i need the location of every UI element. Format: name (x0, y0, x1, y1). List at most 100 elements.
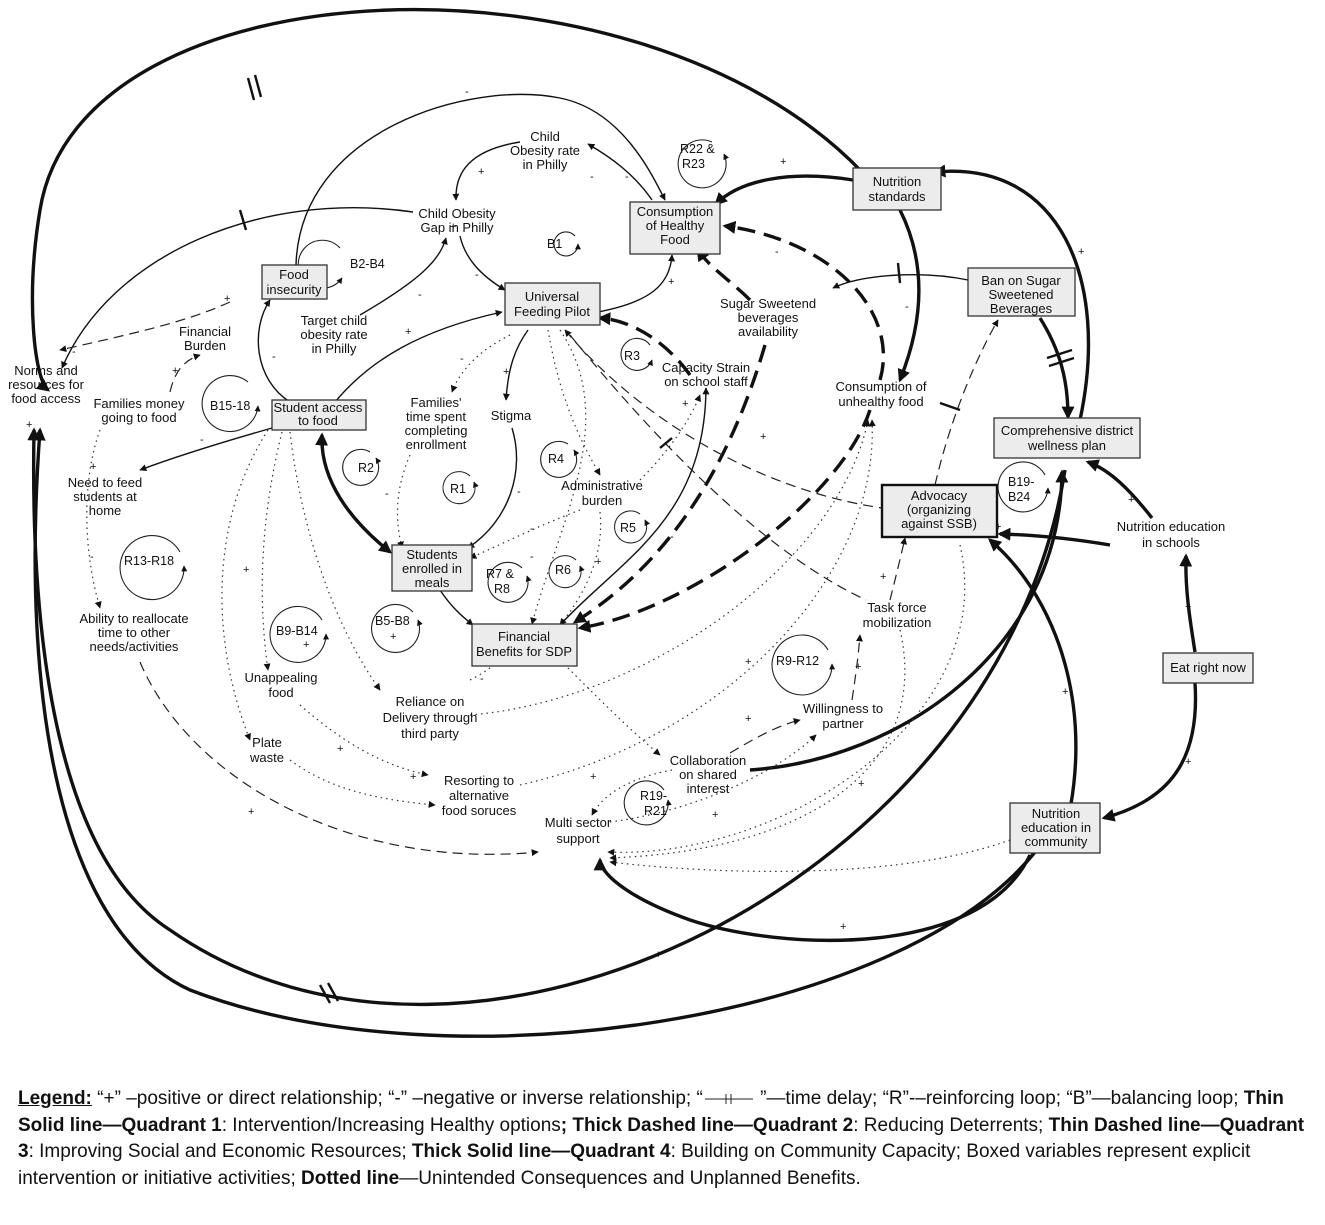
box-student-access (271, 399, 367, 431)
link-admin-enrolled (469, 509, 581, 559)
legend-q3-label: Thin Dashed line—Quadrant 3 (18, 1114, 1305, 1163)
legend: Legend: “+” –positive or direct relation… (18, 1086, 1318, 1192)
svg-text:R22 &R23: R22 &R23 (680, 142, 715, 171)
link-access-insecurity (257, 299, 291, 403)
link-collab-wellness (749, 469, 1069, 772)
sign: - (385, 488, 389, 500)
sign: - (418, 289, 422, 301)
link-ban-ssb (832, 274, 969, 289)
sign: + (668, 276, 674, 288)
loop-r1: R1 (442, 471, 479, 505)
sign: + (858, 778, 864, 790)
sign: - (530, 551, 534, 563)
sign: + (1062, 686, 1068, 698)
loop-label: R3 (624, 349, 640, 363)
sign: + (712, 809, 718, 821)
box-financial-benefits (471, 623, 578, 667)
link-food-insecurity-consumption (295, 93, 666, 266)
sign: + (303, 639, 309, 651)
link-access-feeding (334, 309, 503, 403)
sign: + (1185, 756, 1191, 768)
link-community-multi (609, 839, 1011, 872)
link-multi-willingness (609, 734, 817, 823)
delay-advocacy-ban (939, 401, 961, 412)
link-feeding-admin (547, 329, 601, 476)
delay-outer-bottom (318, 982, 340, 1004)
link-ban-wellness (1038, 317, 1075, 420)
loop-label: B24 (1008, 490, 1030, 504)
link-collab-willingness (729, 718, 801, 754)
sign: + (880, 571, 886, 583)
link-access-unappealing (261, 431, 283, 671)
box-ban-ssb (967, 267, 1076, 317)
sign: + (1185, 601, 1191, 613)
link-community-advocacy-2 (988, 538, 1078, 851)
legend-title: Legend: (18, 1088, 92, 1109)
sign: - (272, 351, 276, 363)
legend-q3-desc: : Improving Social and Economic Resource… (28, 1141, 412, 1162)
sign: + (410, 771, 416, 783)
loop-label: R22 & (680, 142, 715, 156)
loop-label: B15-18 (210, 399, 250, 413)
sign: - (775, 246, 779, 258)
sign: + (26, 419, 32, 431)
loop-label: B9-B14 (276, 624, 318, 638)
delay-ban-ssb (896, 262, 902, 284)
sign: + (590, 771, 596, 783)
link-access-plate (221, 429, 269, 741)
sign: - (625, 171, 629, 183)
sign: + (840, 921, 846, 933)
causal-loop-diagram: - - - + + - - + + - - + - + - + + + - + … (8, 7, 1254, 1038)
legend-minus-desc: –negative or inverse relationship; (407, 1088, 697, 1109)
polarity-signs: - - - + + - - + + - - + - + - + + + - + … (26, 86, 1191, 961)
link-collab-multi-dot (591, 769, 673, 816)
link-enrolled-financial (439, 589, 474, 626)
loop-b9-b14: B9-B14 (269, 605, 330, 663)
link-feeding-financial-dot (530, 329, 587, 625)
box-students-enrolled (391, 544, 473, 592)
link-access-reliance-unhealthy (469, 419, 871, 716)
sign: - (90, 551, 94, 563)
link-task-advocacy (889, 537, 908, 601)
sign: + (90, 461, 96, 473)
loop-r9-r12: R9-R12 (771, 634, 836, 696)
legend-r-desc: “R”-–reinforcing loop; (882, 1088, 1067, 1109)
link-advocacy-ban (934, 319, 999, 486)
sign: - (72, 346, 76, 358)
box-nutrition-standards (852, 167, 942, 211)
link-unhealthy-financial (577, 409, 872, 633)
link-target-gap (359, 237, 448, 316)
link-ed-schools-wellness (1085, 459, 1154, 520)
svg-text:R7 &R8: R7 &R8 (486, 567, 514, 596)
link-resorting-unhealthy (519, 419, 876, 786)
loop-b5-b8: B5-B8 (371, 603, 423, 653)
sign: + (478, 166, 484, 178)
link-consumption-rate (587, 143, 653, 201)
loop-label: B5-B8 (375, 614, 410, 628)
link-feeding-taskforce (569, 334, 867, 601)
link-advocacy-multi (607, 544, 966, 856)
box-nutrition-ed-community (1009, 802, 1101, 854)
loop-r22-r23: R22 &R23 (677, 139, 729, 189)
loop-markers: R22 &R23 B1 B2-B4 R3 B15-18 R2 R4 R1 (119, 139, 1051, 826)
loop-b15-18: B15-18 (201, 375, 261, 433)
sign: - (480, 673, 484, 685)
box-consumption-healthy (629, 201, 721, 255)
legend-dot-label: Dotted line (301, 1167, 400, 1189)
legend-q1-desc: : Intervention/Increasing Healthy option… (221, 1114, 561, 1136)
loop-label: R6 (555, 563, 571, 577)
link-rate-gap (452, 141, 521, 201)
